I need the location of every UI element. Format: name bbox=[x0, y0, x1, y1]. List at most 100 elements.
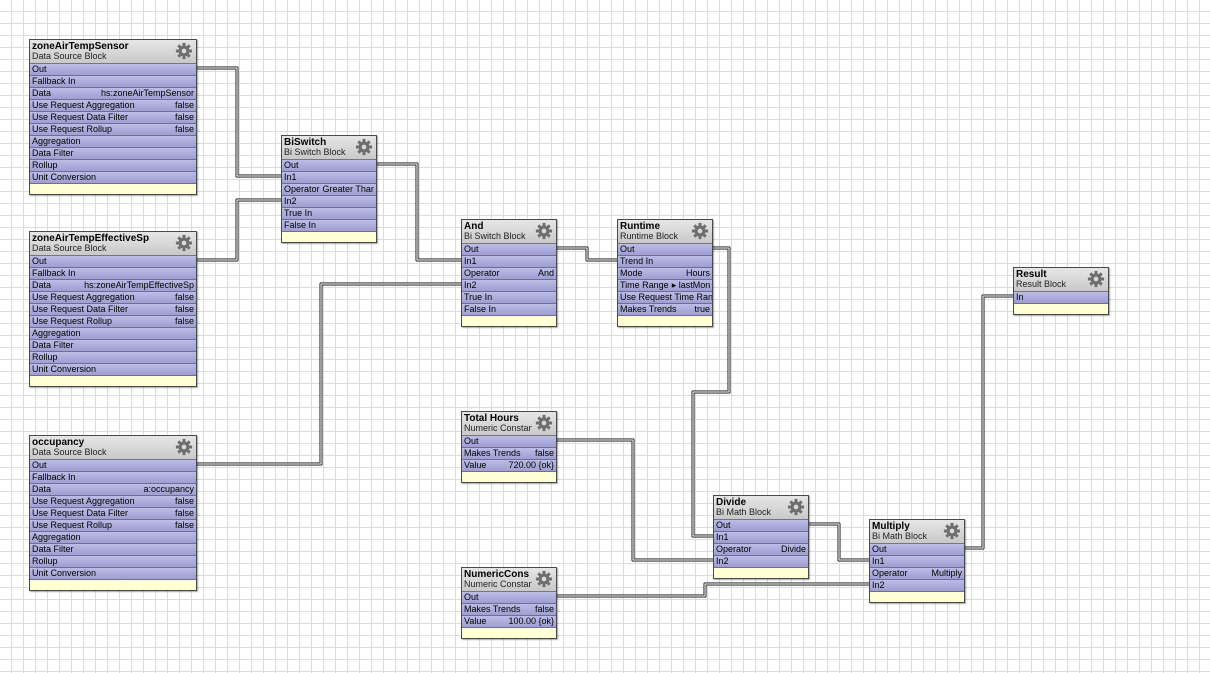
slot-row[interactable]: False In bbox=[282, 220, 376, 232]
slot-row[interactable]: Rollup bbox=[30, 160, 196, 172]
slot-row[interactable]: Rollup bbox=[30, 556, 196, 568]
slot-row[interactable]: In2 bbox=[870, 580, 964, 592]
slot-row[interactable]: Out bbox=[30, 460, 196, 472]
slot-row[interactable]: In2 bbox=[714, 556, 808, 568]
gear-icon[interactable] bbox=[1087, 270, 1105, 288]
slot-row[interactable]: In2 bbox=[462, 280, 556, 292]
slot-row[interactable]: Out bbox=[30, 64, 196, 76]
slot-row[interactable]: Use Request Time Range bbox=[618, 292, 712, 304]
slot-row[interactable]: Out bbox=[462, 436, 556, 448]
slot-row[interactable]: Fallback In bbox=[30, 268, 196, 280]
slot-row[interactable]: Rollup bbox=[30, 352, 196, 364]
slot-row[interactable]: Data Filter bbox=[30, 340, 196, 352]
slot-row[interactable]: In1 bbox=[714, 532, 808, 544]
slot-row[interactable]: Time Range▸ lastMonth bbox=[618, 280, 712, 292]
slot-row[interactable]: Data Filter bbox=[30, 148, 196, 160]
slot-row[interactable]: In2 bbox=[282, 196, 376, 208]
slot-row[interactable]: Out bbox=[714, 520, 808, 532]
slot-row[interactable]: Trend In bbox=[618, 256, 712, 268]
link-wire[interactable] bbox=[963, 294, 1013, 550]
slot-row[interactable]: Unit Conversion bbox=[30, 364, 196, 376]
gear-icon[interactable] bbox=[175, 438, 193, 456]
link-wire[interactable] bbox=[195, 66, 281, 178]
slot-row[interactable]: Out bbox=[30, 256, 196, 268]
link-wire[interactable] bbox=[555, 438, 713, 562]
link-wire[interactable] bbox=[375, 162, 461, 262]
slot-row[interactable]: Fallback In bbox=[30, 472, 196, 484]
slot-row[interactable]: Out bbox=[462, 244, 556, 256]
link-wire[interactable] bbox=[195, 282, 461, 466]
gear-icon[interactable] bbox=[535, 414, 553, 432]
slot-row[interactable]: True In bbox=[282, 208, 376, 220]
link-wire[interactable] bbox=[555, 246, 617, 262]
slot-row[interactable]: Out bbox=[282, 160, 376, 172]
gear-icon[interactable] bbox=[535, 222, 553, 240]
slot-row[interactable]: Aggregation bbox=[30, 328, 196, 340]
slot-row[interactable]: In1 bbox=[462, 256, 556, 268]
gear-icon[interactable] bbox=[691, 222, 709, 240]
link-wire[interactable] bbox=[807, 522, 869, 562]
link-wire[interactable] bbox=[195, 198, 281, 262]
slot-row[interactable]: Data Filter bbox=[30, 544, 196, 556]
slot-row[interactable]: Aggregation bbox=[30, 136, 196, 148]
slot-row[interactable]: Out bbox=[462, 592, 556, 604]
slot-row[interactable]: Out bbox=[618, 244, 712, 256]
slot-row[interactable]: In1 bbox=[282, 172, 376, 184]
gear-icon[interactable] bbox=[787, 498, 805, 516]
gear-icon[interactable] bbox=[943, 522, 961, 540]
slot-row[interactable]: False In bbox=[462, 304, 556, 316]
slot-row[interactable]: Unit Conversion bbox=[30, 172, 196, 184]
slot-row[interactable]: Unit Conversion bbox=[30, 568, 196, 580]
slot-row[interactable]: Out bbox=[870, 544, 964, 556]
gear-icon[interactable] bbox=[355, 138, 373, 156]
slot-row[interactable]: True In bbox=[462, 292, 556, 304]
slot-row[interactable]: Fallback In bbox=[30, 76, 196, 88]
slot-row[interactable]: In bbox=[1014, 292, 1108, 304]
gear-icon[interactable] bbox=[175, 42, 193, 60]
gear-icon[interactable] bbox=[535, 570, 553, 588]
link-wire[interactable] bbox=[555, 582, 869, 598]
slot-row[interactable]: In1 bbox=[870, 556, 964, 568]
slot-row[interactable]: Aggregation bbox=[30, 532, 196, 544]
